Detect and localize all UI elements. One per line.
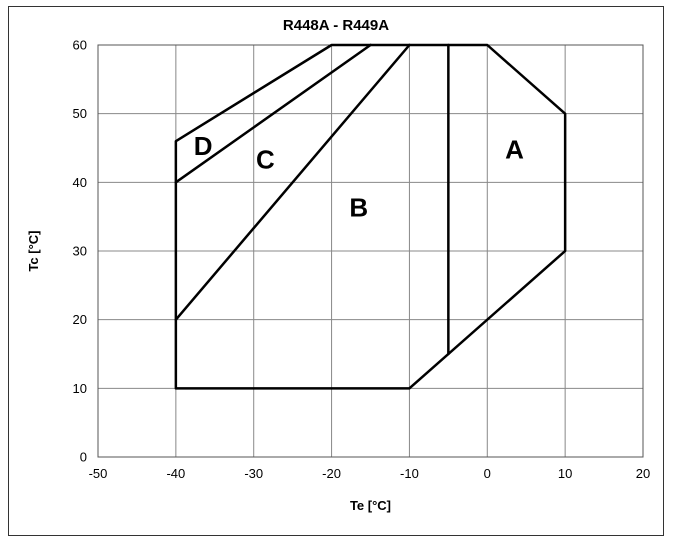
- x-tick-label: -50: [89, 466, 108, 481]
- series-line: [174, 43, 411, 321]
- y-tick-label: 30: [73, 244, 87, 259]
- y-tick-label: 10: [73, 381, 87, 396]
- y-tick-label: 40: [73, 175, 87, 190]
- tick-labels: -50 -40 -30 -20 -10 0 10 20 0 10 20 30 40 50 60: [73, 38, 651, 482]
- x-tick-label: -40: [166, 466, 185, 481]
- chart-frame: [8, 6, 664, 536]
- region-label-a: A: [505, 134, 524, 164]
- y-axis-label: Tc [°C]: [26, 230, 41, 271]
- region-label-d: D: [194, 131, 213, 161]
- envelope-lines: [174, 43, 567, 390]
- y-tick-label: 60: [73, 38, 87, 53]
- series-line: [174, 43, 567, 390]
- region-label-c: C: [256, 145, 275, 175]
- region-label-b: B: [349, 193, 368, 223]
- region-labels: A B C D: [194, 131, 524, 223]
- chart-title: R448A - R449A: [283, 17, 389, 34]
- x-tick-label: 0: [484, 466, 491, 481]
- x-tick-label: -10: [400, 466, 419, 481]
- y-tick-label: 50: [73, 106, 87, 121]
- x-tick-label: 10: [558, 466, 572, 481]
- y-tick-label: 20: [73, 312, 87, 327]
- x-tick-label: -30: [244, 466, 263, 481]
- x-tick-label: -20: [322, 466, 341, 481]
- x-axis-label: Te [°C]: [350, 498, 391, 513]
- x-tick-label: 20: [636, 466, 650, 481]
- series-line: [174, 43, 372, 184]
- y-tick-label: 0: [80, 450, 87, 465]
- grid-lines: [97, 44, 644, 458]
